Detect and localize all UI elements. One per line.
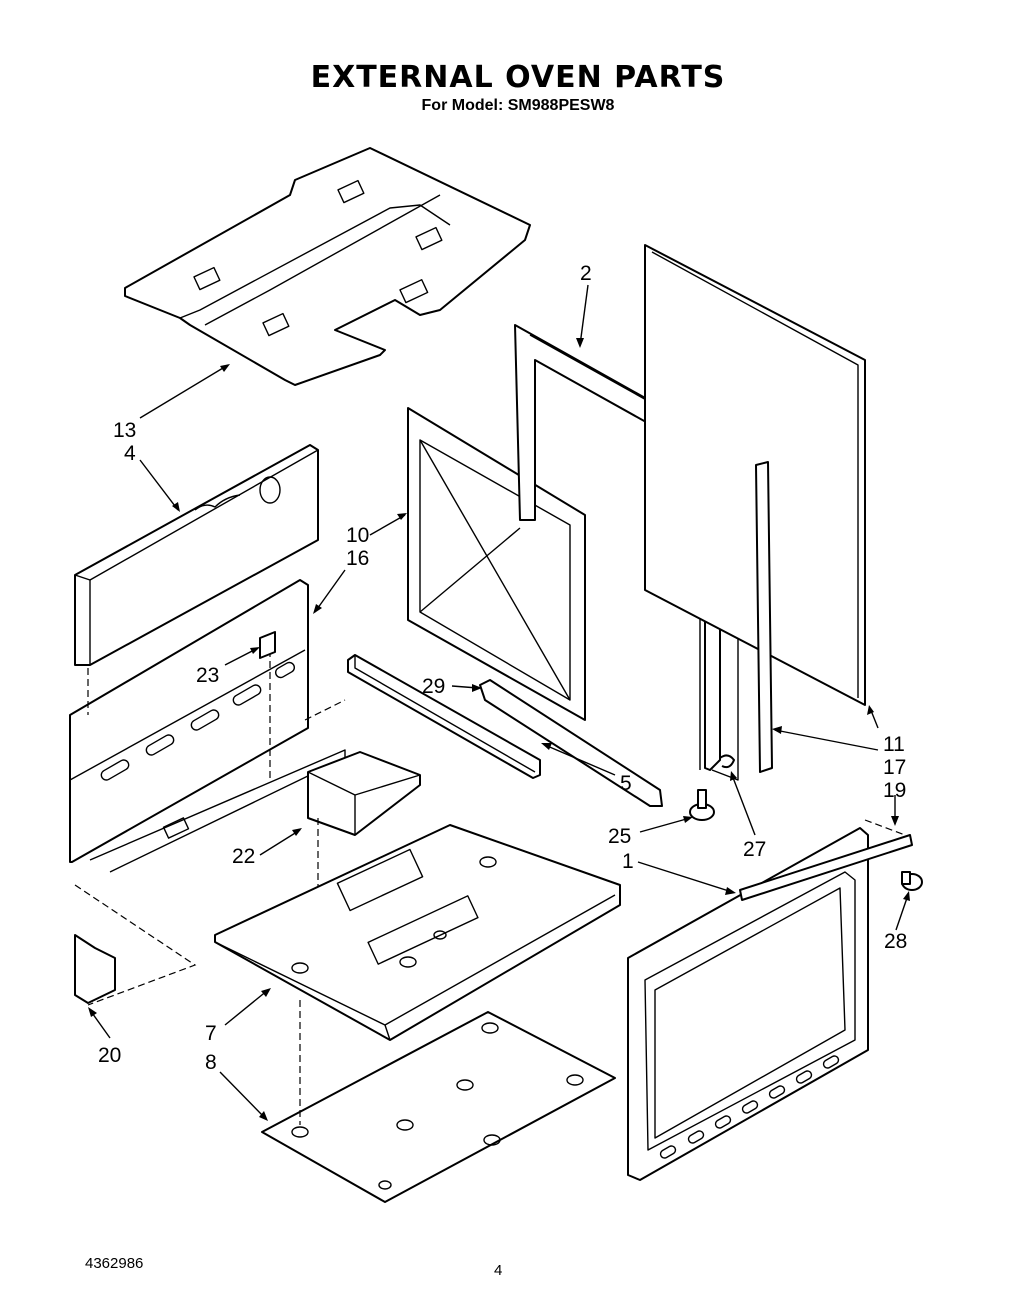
callout-5: 5 <box>620 772 632 795</box>
callout-10: 10 <box>346 524 369 547</box>
part-23-bracket <box>259 631 276 659</box>
callout-7: 7 <box>205 1022 217 1045</box>
part-17-side-trim <box>755 461 773 773</box>
part-11-outer-panel <box>644 244 866 706</box>
part-20-shield <box>74 884 197 1006</box>
part-8-bottom-plate <box>261 1000 616 1203</box>
page-title: EXTERNAL OVEN PARTS <box>310 60 726 95</box>
front-frame-slots <box>659 1055 840 1159</box>
callout-19: 19 <box>883 779 906 802</box>
part-28-switch <box>901 871 923 891</box>
callout-25: 25 <box>608 825 631 848</box>
callout-8: 8 <box>205 1051 217 1074</box>
part-19-upper-bar <box>739 819 913 901</box>
part-1-front-frame <box>627 827 869 1181</box>
part-22-cover-box <box>307 751 421 900</box>
part-4-upper-rear-panel <box>74 444 319 666</box>
callout-11: 11 <box>883 733 905 756</box>
leader-lines <box>88 284 910 1121</box>
part-27-clip <box>719 754 735 769</box>
part-7-bottom-tray <box>214 824 621 1041</box>
model-line: For Model: SM988PESW8 <box>421 97 615 114</box>
callout-20: 20 <box>98 1044 121 1067</box>
callout-labels: 13 4 2 10 16 23 29 11 17 19 5 25 27 22 1… <box>98 262 907 1074</box>
callout-29: 29 <box>422 675 445 698</box>
callout-1: 1 <box>622 850 634 873</box>
document-number: 4362986 <box>85 1255 144 1272</box>
callout-22: 22 <box>232 845 255 868</box>
callout-23: 23 <box>196 664 219 687</box>
callout-17: 17 <box>883 756 906 779</box>
part-13-top-panel <box>124 147 531 386</box>
part-10-inner-frame <box>407 407 586 721</box>
callout-4: 4 <box>124 442 136 465</box>
part-25-hinge <box>689 789 715 821</box>
part-29-5-rails <box>347 654 663 807</box>
page-number: 4 <box>494 1262 503 1279</box>
callout-28: 28 <box>884 930 907 953</box>
callout-27: 27 <box>743 838 766 861</box>
callout-16: 16 <box>346 547 369 570</box>
part-16-lower-rear-panel <box>69 579 346 873</box>
callout-2: 2 <box>580 262 592 285</box>
callout-13: 13 <box>113 419 136 442</box>
